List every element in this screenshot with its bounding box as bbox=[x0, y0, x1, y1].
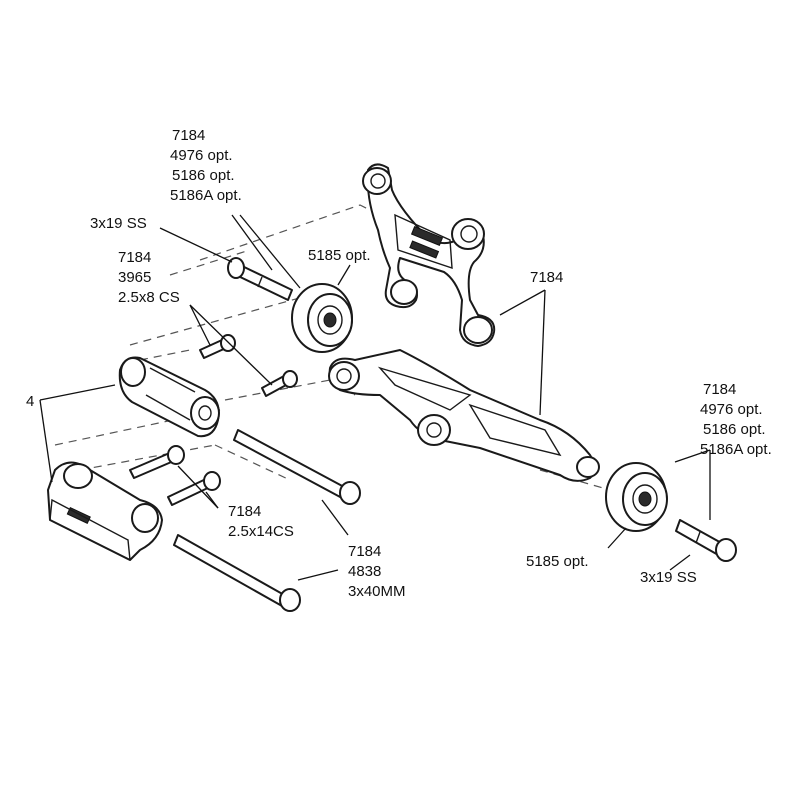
right-wheel bbox=[605, 462, 668, 532]
label-top-wheel-line4: 5186A opt. bbox=[170, 187, 242, 204]
label-long-bolts-line2: 4838 bbox=[348, 563, 381, 580]
label-screws-pair-top-line3: 2.5x8 CS bbox=[118, 289, 180, 306]
mount-bracket bbox=[47, 461, 163, 561]
label-screws-pair-top-line2: 3965 bbox=[118, 269, 151, 286]
small-screws-lower bbox=[129, 445, 221, 506]
label-right-wheel-line4: 5186A opt. bbox=[700, 441, 772, 458]
leader-lines bbox=[39, 214, 711, 581]
wheelie-bar-arm bbox=[328, 349, 600, 482]
label-long-bolts-line3: 3x40MM bbox=[348, 583, 406, 600]
labels: 7184 4976 opt. 5186 opt. 5186A opt. 3x19… bbox=[26, 127, 772, 600]
label-top-wheel-line3: 5186 opt. bbox=[172, 167, 235, 184]
label-bearing-right: 5185 opt. bbox=[526, 553, 589, 570]
small-screws-upper bbox=[199, 334, 298, 397]
label-screws-pair-top-line1: 7184 bbox=[118, 249, 151, 266]
wheelie-bar-frame bbox=[362, 163, 496, 347]
shoulder-screw-right bbox=[675, 519, 737, 562]
label-top-wheel-line2: 4976 opt. bbox=[170, 147, 233, 164]
label-mount: 4 bbox=[26, 393, 34, 410]
hinge-block bbox=[118, 356, 220, 438]
label-screws-pair-bottom-line1: 7184 bbox=[228, 503, 261, 520]
label-right-wheel-line2: 4976 opt. bbox=[700, 401, 763, 418]
label-bearing-top-left: 5185 opt. bbox=[308, 247, 371, 264]
long-bolts bbox=[173, 429, 361, 612]
label-screws-pair-bottom-line2: 2.5x14CS bbox=[228, 523, 294, 540]
label-top-wheel-line1: 7184 bbox=[172, 127, 205, 144]
shoulder-screw-top bbox=[227, 257, 293, 301]
label-right-wheel-line3: 5186 opt. bbox=[703, 421, 766, 438]
label-right-wheel-line1: 7184 bbox=[703, 381, 736, 398]
label-screw-top-left: 3x19 SS bbox=[90, 215, 147, 232]
label-long-bolts-line1: 7184 bbox=[348, 543, 381, 560]
label-screw-right: 3x19 SS bbox=[640, 569, 697, 586]
top-wheel bbox=[291, 283, 353, 353]
label-arm: 7184 bbox=[530, 269, 563, 286]
